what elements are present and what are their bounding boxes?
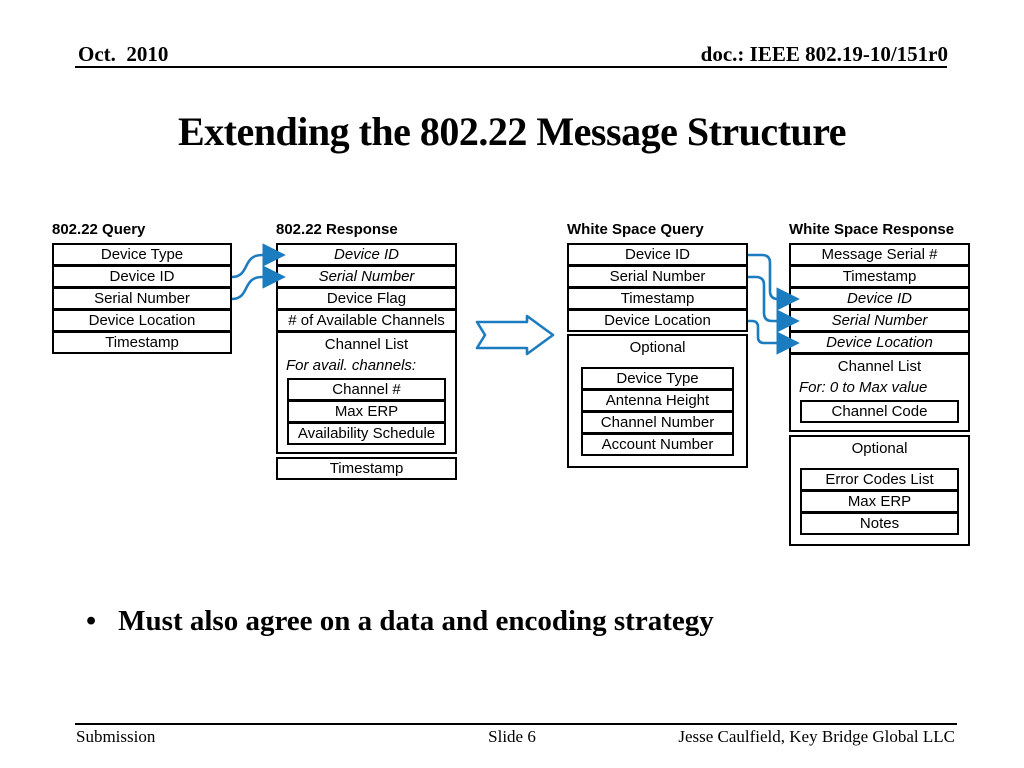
field-box: Serial Number bbox=[789, 309, 970, 332]
footer-slide-number: Slide 6 bbox=[488, 727, 536, 746]
column-white-space-query: White Space Query Device ID Serial Numbe… bbox=[567, 222, 748, 468]
footer-author: Jesse Caulfield, Key Bridge Global LLC bbox=[678, 727, 955, 746]
group-label: Optional bbox=[629, 339, 686, 356]
field-box: Device ID bbox=[567, 243, 748, 266]
column-title: White Space Query bbox=[567, 221, 704, 238]
field-box: Availability Schedule bbox=[287, 422, 446, 445]
column-802-22-query: 802.22 Query Device Type Device ID Seria… bbox=[52, 222, 232, 354]
nested-fields: Channel Code bbox=[800, 400, 959, 423]
field-box: Max ERP bbox=[287, 400, 446, 423]
block-arrow-icon bbox=[475, 314, 555, 356]
column-title: 802.22 Response bbox=[276, 221, 398, 238]
field-box: Antenna Height bbox=[581, 389, 734, 412]
field-box: Device Location bbox=[567, 309, 748, 332]
field-box: Channel # bbox=[287, 378, 446, 401]
column-white-space-response: White Space Response Message Serial # Ti… bbox=[789, 222, 970, 546]
field-box: Device ID bbox=[52, 265, 232, 288]
field-box: Device ID bbox=[276, 243, 457, 266]
header-date: Oct. 2010 bbox=[78, 42, 169, 66]
field-box: Device Location bbox=[52, 309, 232, 332]
slide-title: Extending the 802.22 Message Structure bbox=[178, 109, 847, 154]
bullet-marker: • bbox=[86, 605, 97, 637]
nested-fields: Channel # Max ERP Availability Schedule bbox=[287, 378, 446, 445]
field-box: # of Available Channels bbox=[276, 309, 457, 332]
column-802-22-response: 802.22 Response Device ID Serial Number … bbox=[276, 222, 457, 480]
field-box: Timestamp bbox=[567, 287, 748, 310]
column-title: White Space Response bbox=[789, 221, 955, 238]
optional-group: Optional Error Codes List Max ERP Notes bbox=[789, 435, 970, 546]
field-box: Serial Number bbox=[276, 265, 457, 288]
bullet-item: • Must also agree on a data and encoding… bbox=[86, 604, 714, 638]
group-note: For avail. channels: bbox=[286, 357, 417, 374]
group-label: Optional bbox=[851, 440, 908, 457]
header-doc-number: doc.: IEEE 802.19-10/151r0 bbox=[700, 42, 948, 66]
field-box: Max ERP bbox=[800, 490, 959, 513]
nested-fields: Device Type Antenna Height Channel Numbe… bbox=[581, 367, 734, 456]
field-box: Channel Number bbox=[581, 411, 734, 434]
field-box: Channel Code bbox=[800, 400, 959, 423]
field-box: Serial Number bbox=[52, 287, 232, 310]
field-box: Timestamp bbox=[52, 331, 232, 354]
connector-device-id-icon bbox=[231, 243, 286, 279]
nested-fields: Error Codes List Max ERP Notes bbox=[800, 468, 959, 535]
column-title: 802.22 Query bbox=[52, 221, 146, 238]
field-box: Timestamp bbox=[276, 457, 457, 480]
header-divider bbox=[75, 66, 947, 68]
connector-device-location-icon bbox=[748, 319, 800, 355]
group-label: Channel List bbox=[324, 336, 409, 353]
connector-serial-number-icon bbox=[231, 265, 286, 301]
connector-serial-number-icon bbox=[748, 275, 800, 333]
field-box: Notes bbox=[800, 512, 959, 535]
optional-group: Optional Device Type Antenna Height Chan… bbox=[567, 334, 748, 468]
connector-device-id-icon bbox=[748, 253, 800, 311]
group-label: Channel List bbox=[837, 358, 922, 375]
field-box: Device Type bbox=[52, 243, 232, 266]
field-box: Account Number bbox=[581, 433, 734, 456]
footer-divider bbox=[75, 723, 957, 725]
field-box: Message Serial # bbox=[789, 243, 970, 266]
field-box: Device Type bbox=[581, 367, 734, 390]
footer-submission: Submission bbox=[76, 727, 156, 746]
channel-list-group: Channel List For avail. channels: Channe… bbox=[276, 331, 457, 454]
bullet-text: Must also agree on a data and encoding s… bbox=[118, 605, 714, 637]
field-box: Serial Number bbox=[567, 265, 748, 288]
channel-list-group: Channel List For: 0 to Max value Channel… bbox=[789, 353, 970, 432]
field-box: Device Flag bbox=[276, 287, 457, 310]
field-box: Device Location bbox=[789, 331, 970, 354]
group-note: For: 0 to Max value bbox=[799, 379, 928, 396]
field-box: Device ID bbox=[789, 287, 970, 310]
field-box: Error Codes List bbox=[800, 468, 959, 491]
field-box: Timestamp bbox=[789, 265, 970, 288]
